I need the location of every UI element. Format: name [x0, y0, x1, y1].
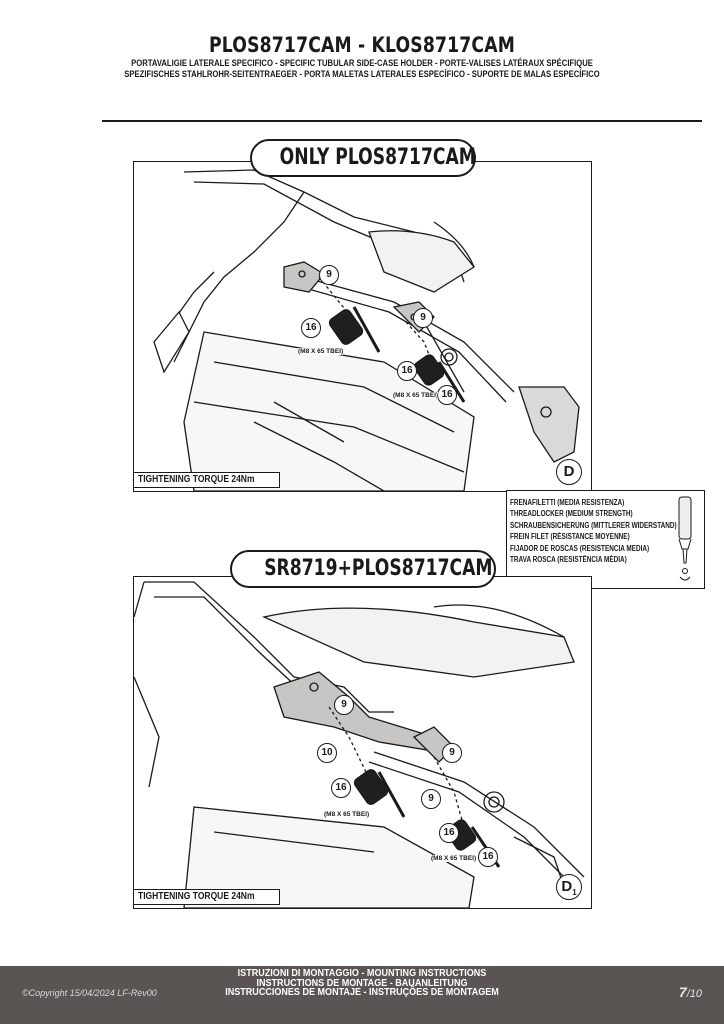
motorcycle-drawing-top [153, 169, 580, 491]
callout-9: 9 [442, 743, 462, 763]
callout-9: 9 [421, 789, 441, 809]
screw-spec: (M8 X 65 TBEI) [324, 811, 370, 818]
threadlocker-note: FRENAFILETTI (MEDIA RESISTENZA) THREADLO… [506, 490, 705, 589]
threadlocker-bottle-icon [678, 496, 692, 581]
footer-line: ISTRUZIONI DI MONTAGGIO - MOUNTING INSTR… [237, 967, 487, 979]
callout-16: 16 [331, 778, 351, 798]
threadlocker-line: TRAVA ROSCA (RESISTÊNCIA MÉDIA) [510, 555, 627, 565]
callout-16: 16 [478, 847, 498, 867]
screw-spec: (M8 X 65 TBEI) [298, 348, 344, 355]
callout-9: 9 [334, 695, 354, 715]
step-letter: D1 [556, 874, 582, 900]
threadlocker-line: FIJADOR DE ROSCAS (RESISTENCIA MEDIA) [510, 543, 650, 553]
threadlocker-line: FRENAFILETTI (MEDIA RESISTENZA) [510, 498, 625, 507]
copyright-text: ©Copyright 15/04/2024 LF-Rev00 [22, 988, 157, 998]
motorcycle-drawing-bottom [134, 581, 585, 908]
callout-16: 16 [439, 823, 459, 843]
subtitle-line-1: PORTAVALIGIE LATERALE SPECIFICO - SPECIF… [131, 58, 593, 69]
threadlocker-line: SCHRAUBENSICHERUNG (MITTLERER WIDERSTAND… [510, 520, 677, 530]
threadlocker-line: THREADLOCKER (MEDIUM STRENGTH) [510, 509, 633, 519]
panel-label-bottom: SR8719+PLOS8717CAM [230, 550, 496, 588]
document-footer: ISTRUZIONI DI MONTAGGIO - MOUNTING INSTR… [0, 966, 724, 1024]
footer-titles: ISTRUZIONI DI MONTAGGIO - MOUNTING INSTR… [0, 967, 724, 999]
callout-16: 16 [437, 385, 457, 405]
panel-sr-plos: 9 10 9 16 9 16 16 (M8 X 65 TBEI) (M8 X 6… [133, 576, 592, 909]
subtitle-line-2: SPEZIFISCHES STAHLROHR-SEITENTRAEGER - P… [124, 69, 600, 80]
callout-9: 9 [319, 265, 339, 285]
footer-line: INSTRUCTIONS DE MONTAGE - BAUANLEITUNG [256, 976, 468, 989]
document-header: PLOS8717CAM - KLOS8717CAM PORTAVALIGIE L… [0, 32, 724, 80]
footer-line: INSTRUCCIONES DE MONTAJE - INSTRUÇÕES DE… [225, 986, 499, 999]
panel-label-top: ONLY PLOS8717CAM [250, 139, 476, 177]
panel-only-plos: 9 16 9 16 16 (M8 X 65 TBEI) (M8 X 65 TBE… [133, 161, 592, 492]
screw-spec: (M8 X 65 TBEI) [393, 392, 439, 399]
screw-spec: (M8 X 65 TBEI) [431, 855, 477, 862]
page-number: 7/10 [678, 984, 702, 1000]
torque-note: TIGHTENING TORQUE 24Nm [134, 889, 281, 905]
header-divider [102, 120, 702, 122]
torque-note: TIGHTENING TORQUE 24Nm [134, 472, 281, 488]
callout-16: 16 [397, 361, 417, 381]
document-title: PLOS8717CAM - KLOS8717CAM [208, 33, 516, 57]
threadlocker-lines: FRENAFILETTI (MEDIA RESISTENZA) THREADLO… [510, 497, 718, 565]
callout-16: 16 [301, 318, 321, 338]
callout-9: 9 [413, 308, 433, 328]
threadlocker-line: FREIN FILET (RÉSISTANCE MOYENNE) [510, 532, 630, 542]
step-letter: D [556, 459, 582, 485]
callout-10: 10 [317, 743, 337, 763]
